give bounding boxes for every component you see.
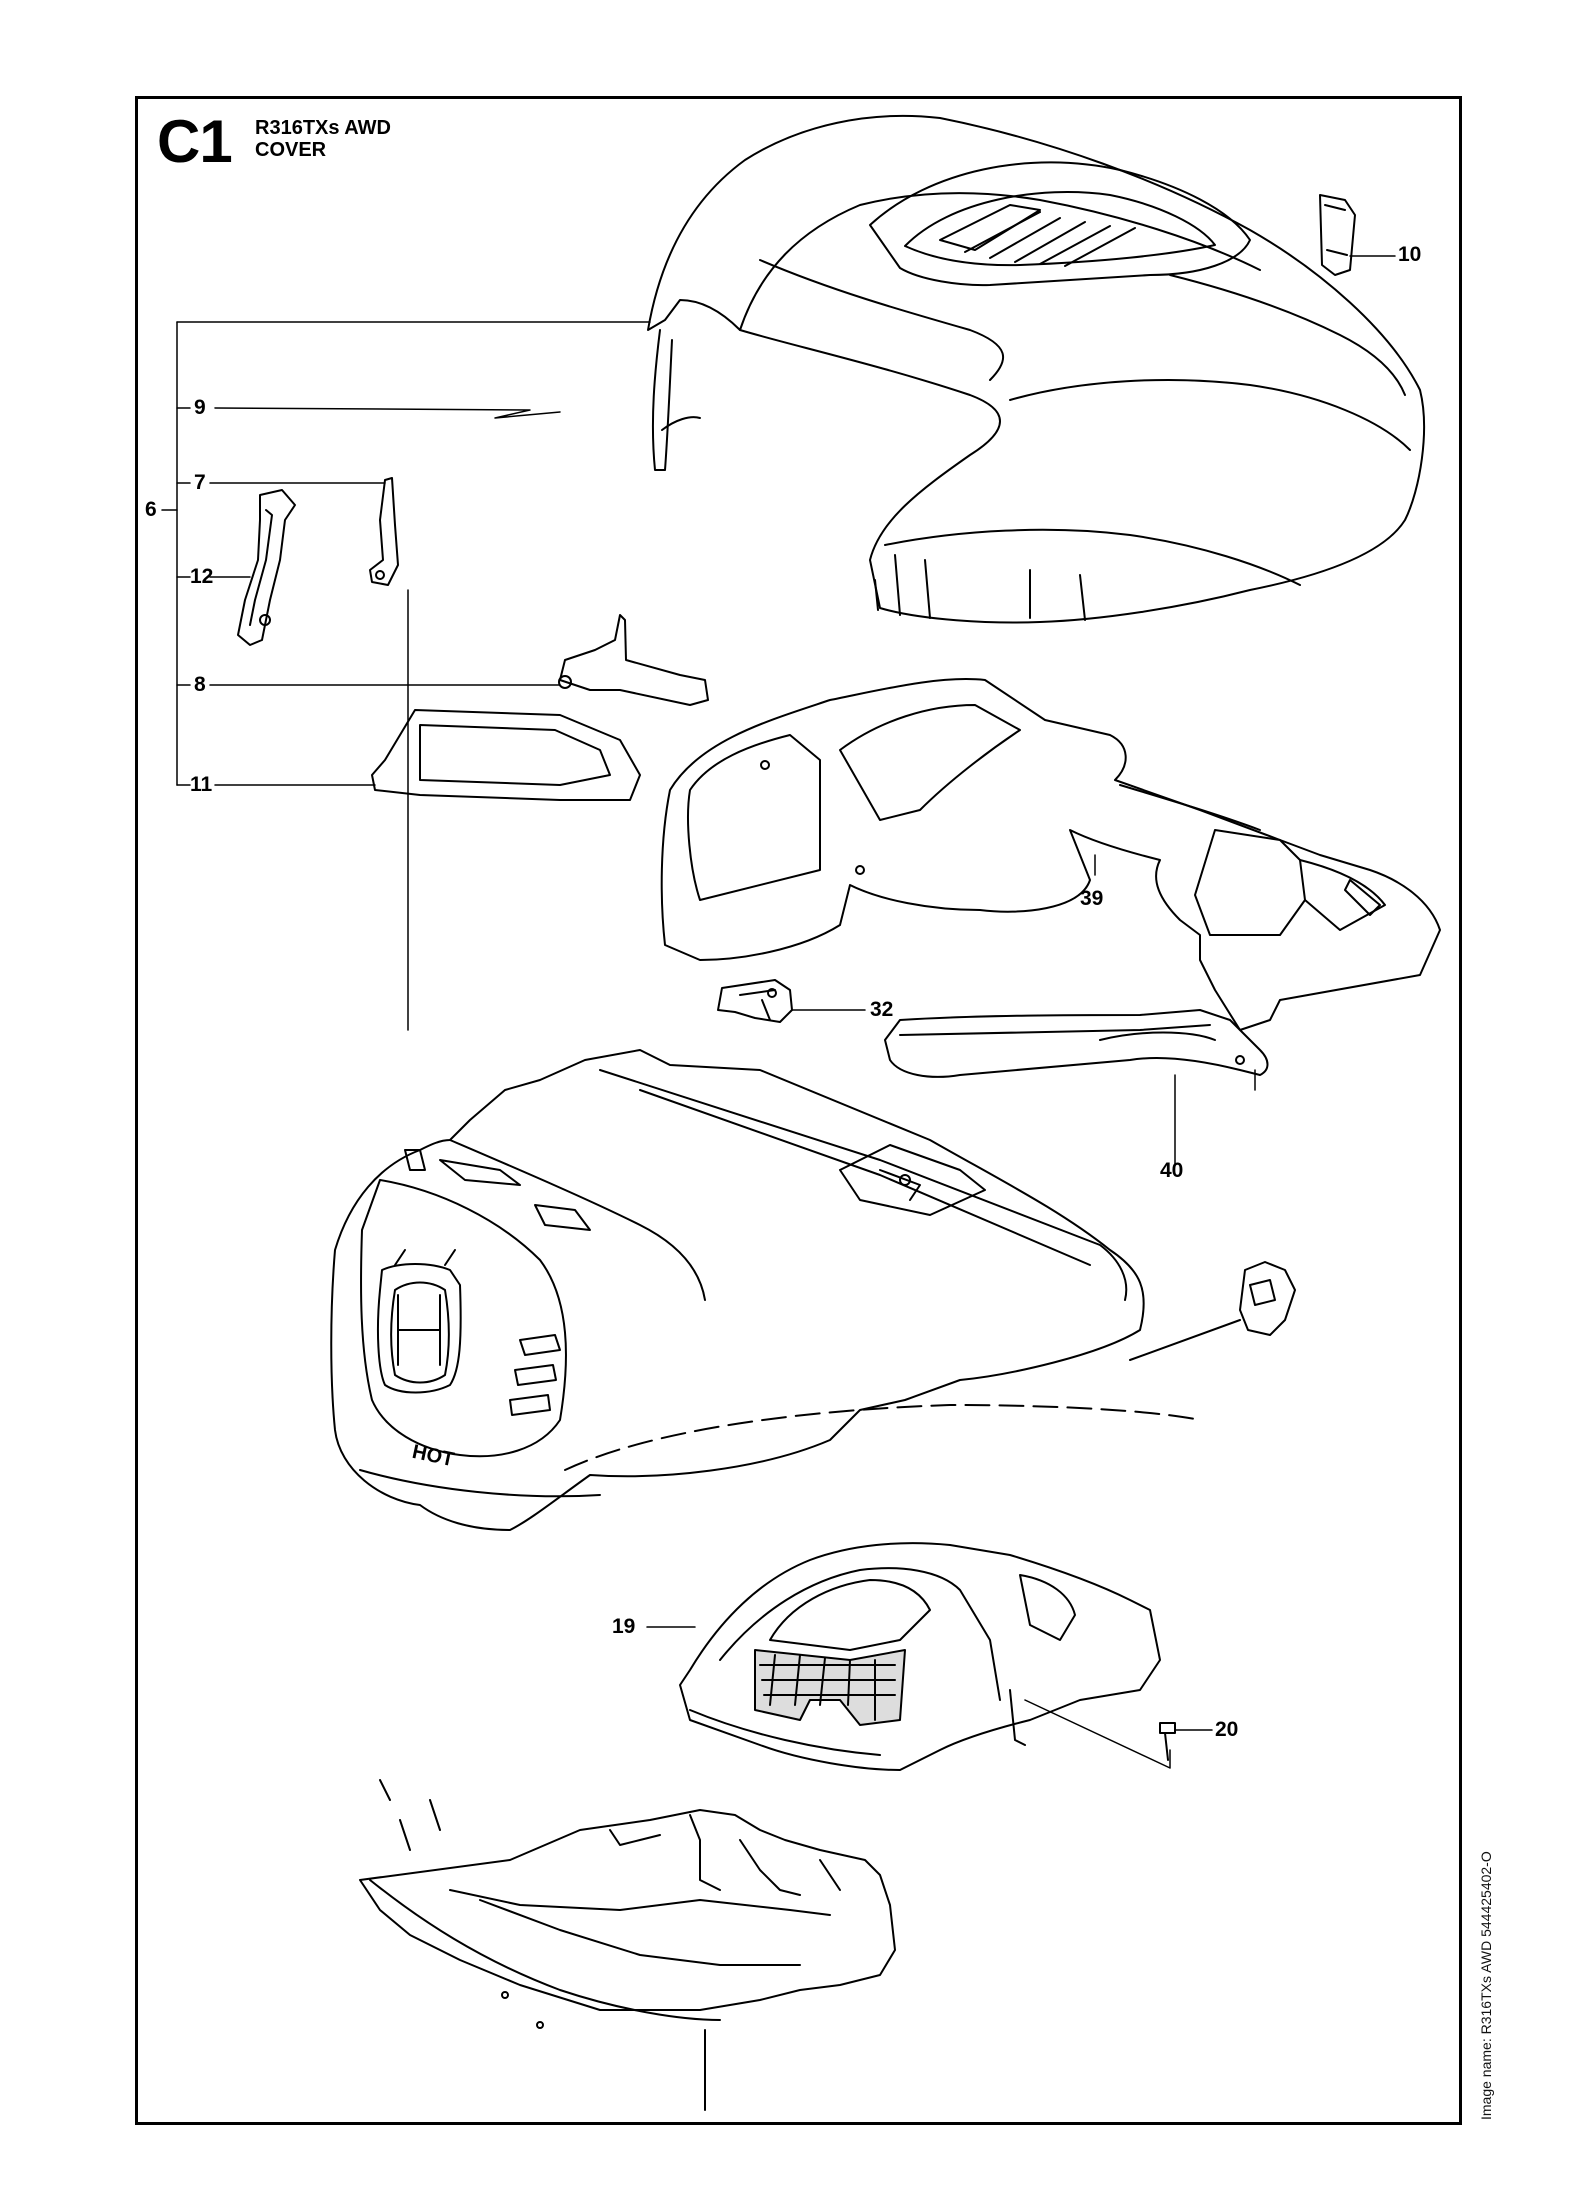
callout-32: 32	[870, 998, 894, 1021]
leader-lines	[161, 255, 1396, 1769]
seat-cover-19	[679, 1542, 1161, 1771]
callout-19: 19	[612, 1615, 636, 1638]
callout-7: 7	[194, 471, 206, 494]
front-hood-chassis	[330, 1049, 1296, 1531]
hood-cover	[647, 114, 1425, 624]
screw-20	[1159, 1722, 1176, 1761]
callout-40: 40	[1160, 1159, 1184, 1182]
callout-10: 10	[1398, 243, 1422, 266]
image-name-caption: Image name: R316TXs AWD 544425402-O	[1478, 1851, 1494, 2120]
diagram-code: C1	[157, 108, 233, 175]
callout-6: 6	[145, 498, 157, 521]
model-name: R316TXs AWD	[255, 117, 391, 139]
clip-32	[717, 979, 793, 1023]
diagram-title: R316TXs AWD COVER	[255, 117, 391, 161]
callout-12: 12	[190, 565, 214, 588]
callout-39: 39	[1080, 887, 1104, 910]
bracket-8	[558, 614, 709, 706]
callout-8: 8	[194, 673, 206, 696]
panel-11	[371, 709, 641, 801]
handle-12	[237, 489, 296, 646]
leader-9	[214, 407, 561, 419]
drawing-frame	[135, 96, 1462, 2125]
callout-9: 9	[194, 396, 206, 419]
bracket-7	[369, 477, 399, 586]
section-name: COVER	[255, 139, 327, 161]
trim-40	[884, 1009, 1269, 1078]
floor-plate	[359, 1779, 896, 2111]
callout-20: 20	[1215, 1718, 1239, 1741]
callout-11: 11	[190, 773, 213, 796]
fender-39	[660, 678, 1441, 1031]
